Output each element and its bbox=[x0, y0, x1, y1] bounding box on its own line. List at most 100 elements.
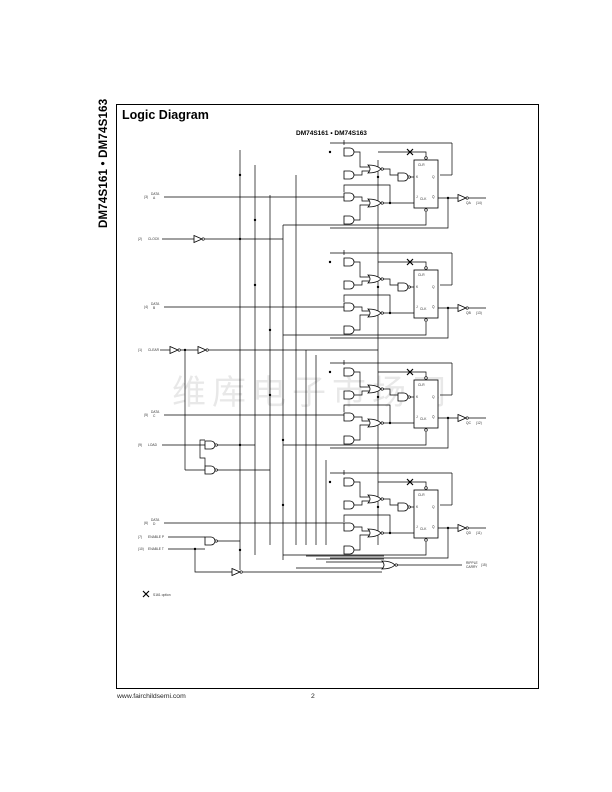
junction-dot bbox=[268, 393, 272, 397]
input-name: DATA bbox=[151, 410, 160, 414]
wire bbox=[343, 294, 391, 313]
output-pin: (14) bbox=[476, 201, 482, 205]
load-nand bbox=[204, 440, 218, 450]
junction-dot bbox=[281, 438, 285, 442]
wire bbox=[378, 151, 427, 157]
input-name: DATA bbox=[151, 302, 160, 306]
wire bbox=[330, 418, 449, 449]
output-pin: (13) bbox=[476, 311, 482, 315]
ff-clk-label: CLK bbox=[420, 417, 427, 421]
junction-dot bbox=[446, 526, 450, 530]
wire bbox=[354, 151, 369, 168]
wire bbox=[383, 168, 398, 176]
junction-dot bbox=[388, 421, 392, 425]
nor-gate bbox=[367, 384, 384, 394]
wire bbox=[378, 261, 427, 267]
junction-dot bbox=[328, 260, 332, 264]
junction-dot bbox=[328, 370, 332, 374]
output-label: QA bbox=[466, 201, 472, 205]
nor-gate bbox=[367, 198, 384, 208]
components bbox=[142, 147, 469, 598]
ff-clr-label: CLR bbox=[418, 163, 425, 167]
nor-gate bbox=[367, 494, 384, 504]
ff-qbar-label: Q̄ bbox=[432, 305, 435, 309]
input-name: ENABLE T bbox=[148, 547, 164, 551]
ff-q-label: Q bbox=[432, 175, 435, 179]
junction-dot bbox=[388, 531, 392, 535]
junction-dot bbox=[328, 480, 332, 484]
ff-k-label: K bbox=[416, 395, 419, 399]
output-label: QD bbox=[466, 531, 472, 535]
diagram-title: DM74S161 • DM74S163 bbox=[296, 130, 367, 137]
input-sub: A bbox=[153, 196, 156, 200]
ff-k-label: K bbox=[416, 505, 419, 509]
input-pin: (10) bbox=[138, 547, 144, 551]
nor-gate bbox=[367, 528, 384, 538]
output-pin: (12) bbox=[476, 421, 482, 425]
clk-bubble bbox=[424, 428, 428, 432]
junction-dot bbox=[253, 218, 257, 222]
ripple-carry-label-1: RIPPLE bbox=[466, 561, 479, 565]
wire bbox=[383, 278, 398, 286]
ripple-carry-pin: (15) bbox=[481, 563, 487, 567]
diagram-frame bbox=[116, 104, 539, 689]
ff-j-label: J bbox=[416, 525, 418, 529]
wire bbox=[354, 416, 369, 422]
junction-dot bbox=[193, 547, 197, 551]
and-gate bbox=[343, 215, 355, 225]
ff-clr-label: CLR bbox=[418, 383, 425, 387]
wire bbox=[330, 198, 449, 229]
wire bbox=[283, 212, 427, 226]
ff-q-label: Q bbox=[432, 505, 435, 509]
and-gate bbox=[343, 325, 355, 335]
junction-dot bbox=[446, 416, 450, 420]
and-gate bbox=[343, 302, 355, 312]
nand-gate bbox=[397, 172, 411, 182]
junction-dot bbox=[328, 150, 332, 154]
footer-url[interactable]: www.fairchildsemi.com bbox=[117, 693, 186, 700]
input-pin: (5) bbox=[144, 413, 148, 417]
ff-clk-label: CLK bbox=[420, 197, 427, 201]
junction-dot bbox=[376, 505, 380, 509]
and-gate bbox=[343, 367, 355, 377]
junction-dot bbox=[238, 548, 242, 552]
output-pin: (11) bbox=[476, 531, 482, 535]
clk-bubble bbox=[424, 318, 428, 322]
input-sub: C bbox=[153, 414, 156, 418]
input-name: DATA bbox=[151, 518, 160, 522]
wire bbox=[383, 498, 398, 506]
wire bbox=[343, 404, 391, 423]
flip-flop bbox=[413, 379, 439, 429]
wire bbox=[383, 388, 398, 396]
ff-k-label: K bbox=[416, 285, 419, 289]
wire bbox=[378, 481, 427, 487]
ripple-carry-nor bbox=[381, 560, 398, 570]
junction-dot bbox=[253, 283, 257, 287]
input-name: ENABLE P bbox=[148, 535, 165, 539]
input-pin: (3) bbox=[144, 195, 148, 199]
junction-dot bbox=[446, 196, 450, 200]
junction-dot bbox=[376, 285, 380, 289]
wire bbox=[354, 280, 369, 286]
and-gate bbox=[343, 280, 355, 290]
clr-bubble bbox=[424, 486, 428, 490]
nor-gate bbox=[367, 418, 384, 428]
input-pin: (9) bbox=[138, 443, 142, 447]
ff-qbar-label: Q̄ bbox=[432, 195, 435, 199]
junction-dot bbox=[376, 395, 380, 399]
nor-gate bbox=[367, 308, 384, 318]
ff-qbar-label: Q̄ bbox=[432, 525, 435, 529]
wire bbox=[354, 306, 369, 312]
clear-inverter-2 bbox=[197, 346, 209, 354]
page-heading: Logic Diagram bbox=[122, 108, 209, 122]
clk-bubble bbox=[424, 538, 428, 542]
and-gate bbox=[343, 390, 355, 400]
wire bbox=[354, 390, 369, 396]
input-pin: (7) bbox=[138, 535, 142, 539]
junction-dot bbox=[238, 173, 242, 177]
ff-clr-label: CLR bbox=[418, 493, 425, 497]
wire bbox=[354, 170, 369, 176]
wire bbox=[194, 549, 232, 573]
wire bbox=[283, 432, 427, 446]
